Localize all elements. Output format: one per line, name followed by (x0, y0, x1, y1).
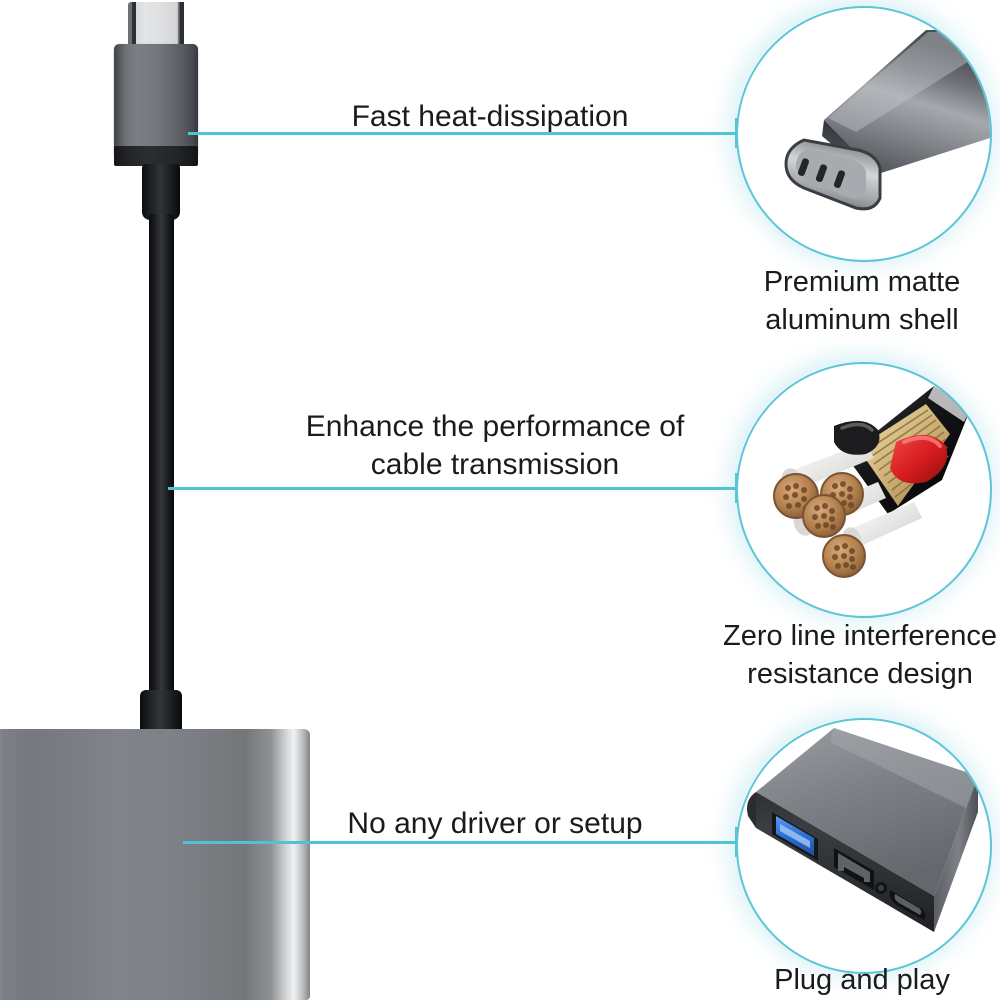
inset-hub-ports (736, 718, 992, 974)
cable-strain-relief-upper (142, 164, 180, 220)
hub-ports-illustration (747, 728, 978, 932)
callout-cable-transmission: Enhance the performance of cable transmi… (305, 410, 685, 481)
usb-c-plug-collar (114, 146, 198, 166)
cable (149, 214, 174, 720)
callout-fast-heat-dissipation: Fast heat-dissipation (351, 100, 629, 133)
usb-c-plug-tip (128, 2, 184, 48)
cable-strain-relief-lower (140, 690, 182, 732)
cable-cross-section-illustration (773, 386, 970, 578)
usb-c-plug-tip-rail-right (180, 2, 184, 46)
usb-a-port (772, 812, 818, 861)
caption-zero-line-interference: Zero line interference resistance design (722, 620, 998, 690)
leader-line-driver (183, 841, 737, 844)
hdmi-port (834, 848, 874, 890)
leader-line-transmission (168, 487, 737, 490)
inset-cable-cross-section (736, 362, 992, 618)
usb-c-plug-tip-rail-left (132, 2, 136, 46)
usb-c-port (889, 890, 926, 920)
usb-c-connector-illustration (784, 30, 990, 211)
hub-body (0, 729, 310, 1000)
caption-plug-and-play: Plug and play (774, 964, 950, 996)
leader-line-heat (188, 132, 737, 135)
caption-premium-matte-aluminum-shell: Premium matte aluminum shell (763, 266, 961, 336)
inset-usb-c-connector (736, 6, 992, 262)
usb-c-plug-body (114, 44, 198, 156)
callout-no-driver-setup: No any driver or setup (347, 807, 643, 840)
